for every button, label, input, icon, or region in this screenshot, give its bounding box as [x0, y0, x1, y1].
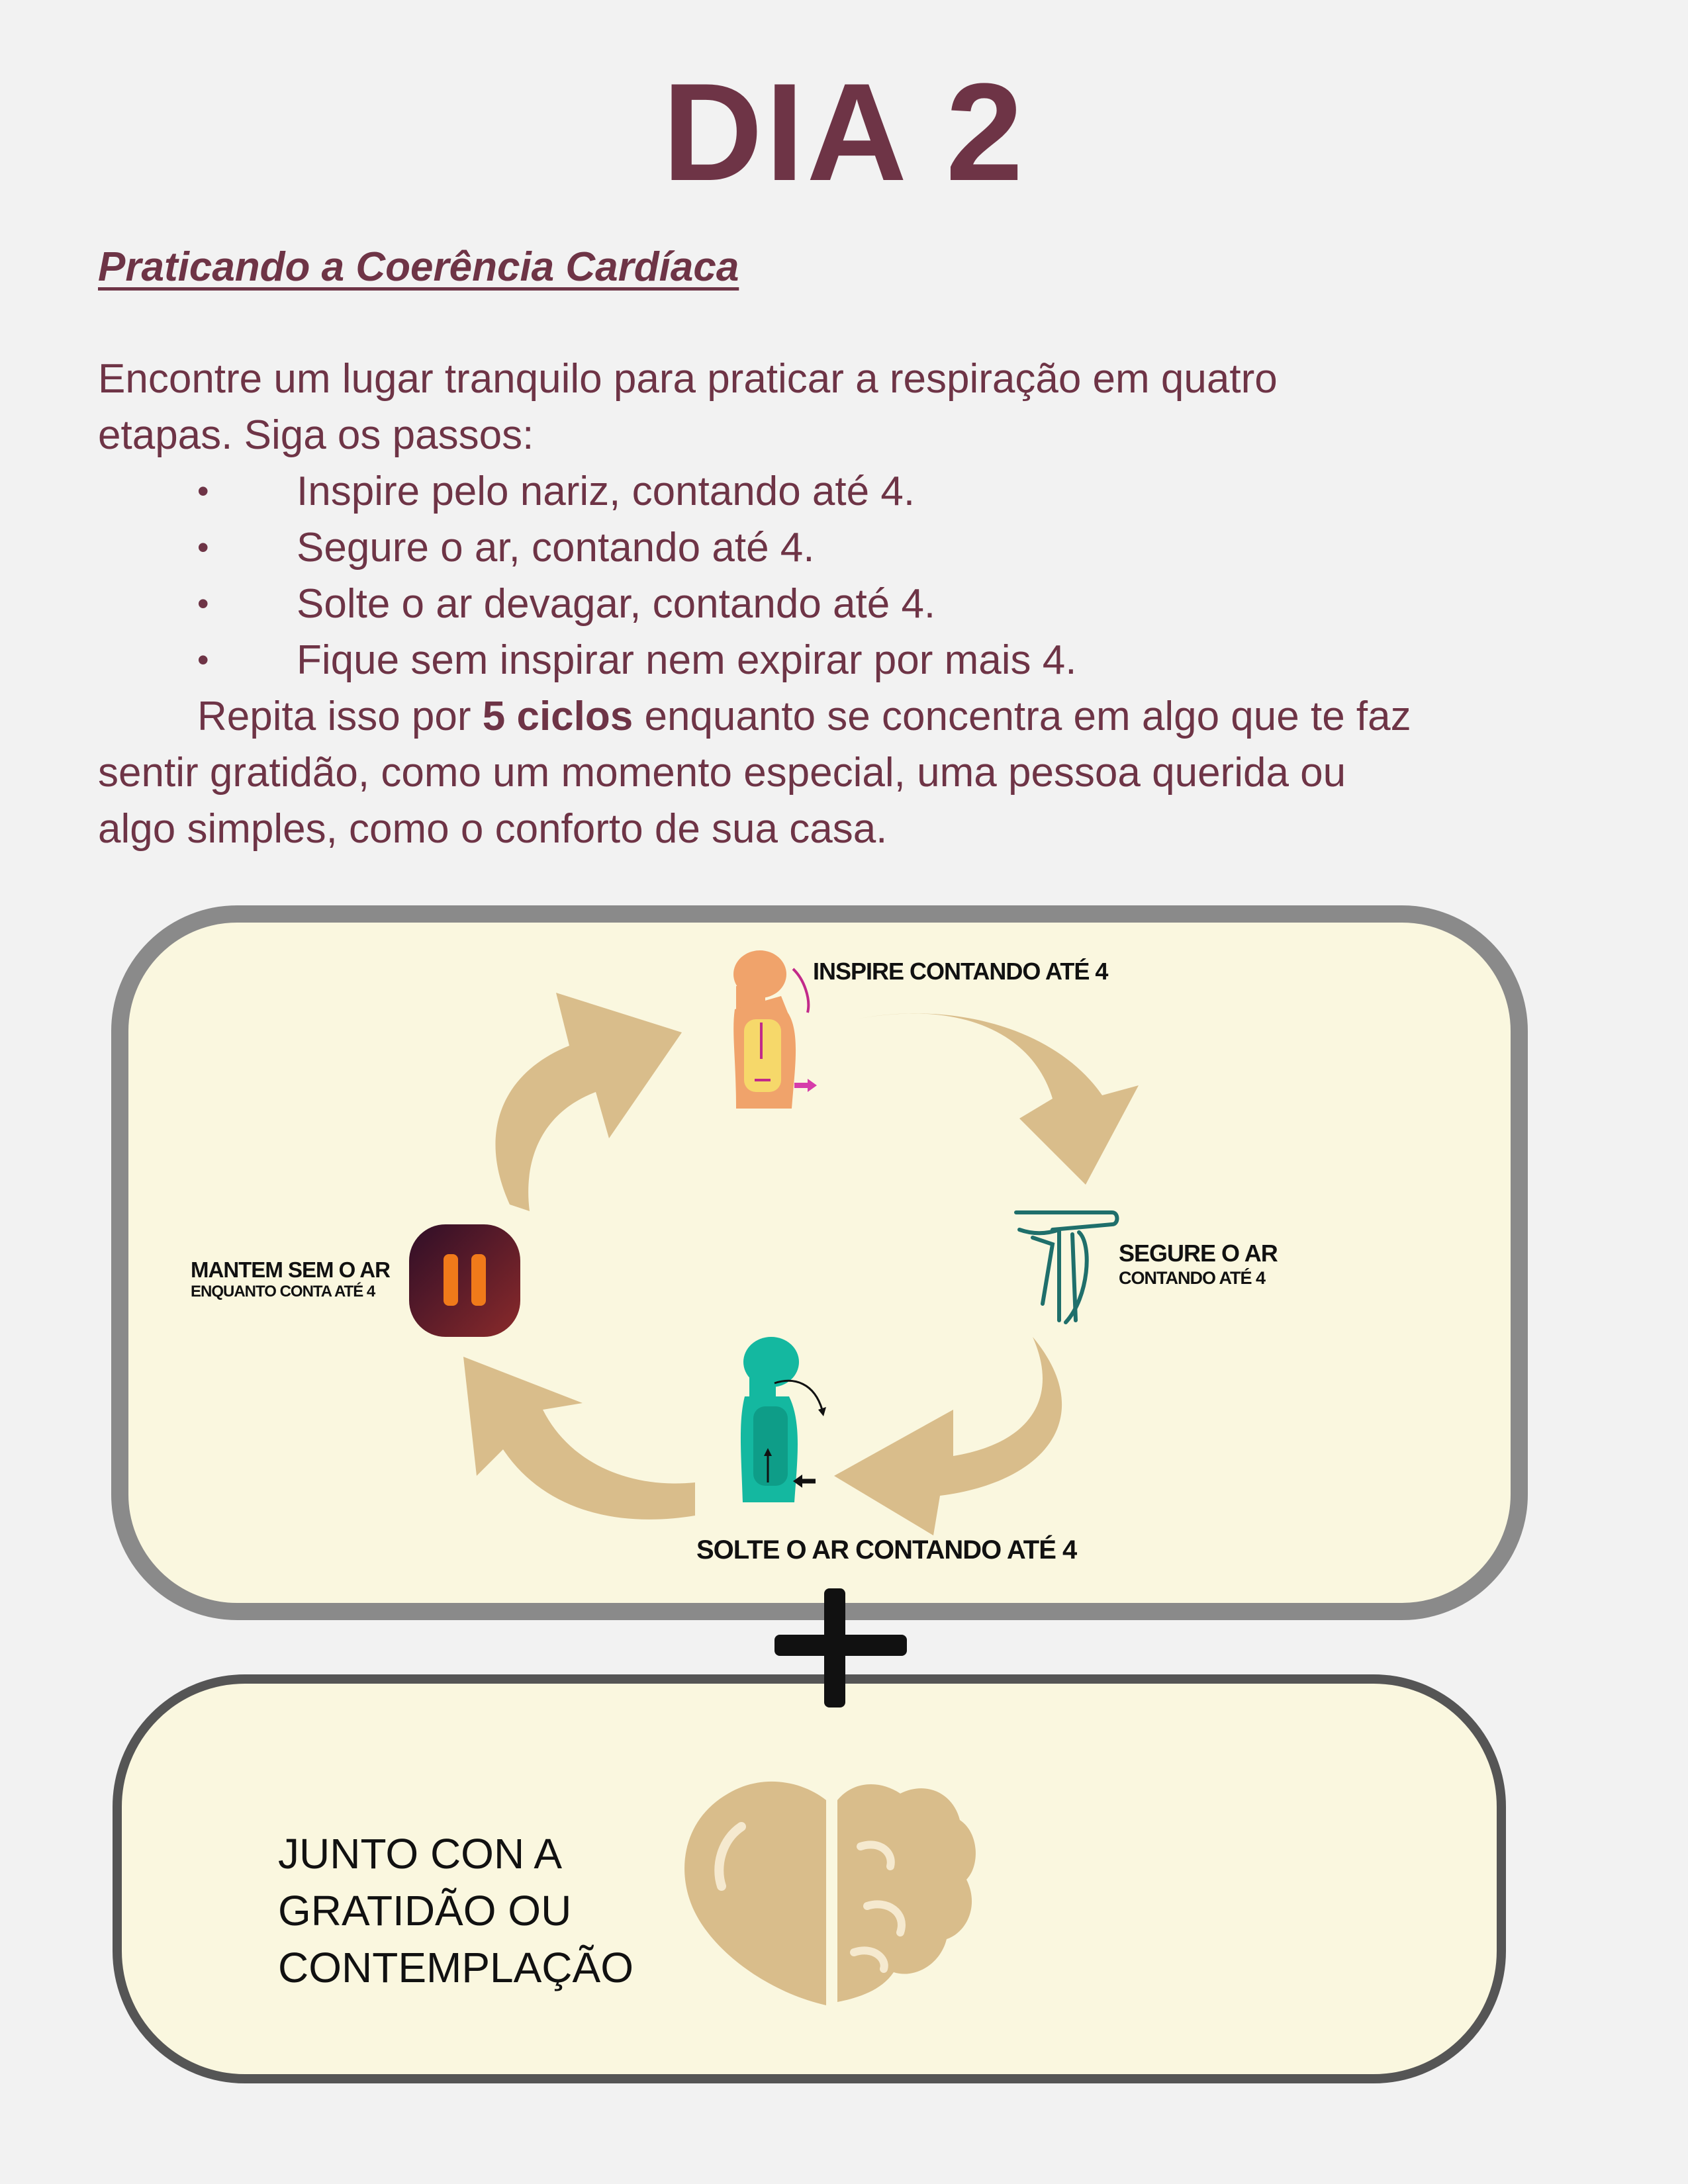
- plus-icon: [774, 1588, 907, 1707]
- exhale-figure-icon: [740, 1337, 826, 1502]
- mantem-label: MANTEM SEM O AR: [191, 1257, 391, 1282]
- list-item: •Segure o ar, contando até 4.: [98, 520, 1508, 576]
- gratitude-line-1: JUNTO CON A: [278, 1830, 563, 1878]
- list-item: •Solte o ar devagar, contando até 4.: [98, 576, 1508, 632]
- intro-line-2: etapas. Siga os passos:: [98, 412, 534, 458]
- segure-sublabel: CONTANDO ATÉ 4: [1119, 1268, 1266, 1288]
- mantem-sublabel: ENQUANTO CONTA ATÉ 4: [191, 1283, 375, 1300]
- bullet: •: [197, 641, 209, 678]
- repeat-line-1: Repita isso por 5 ciclos enquanto se con…: [197, 694, 1411, 739]
- arrow-top-right: [855, 1013, 1139, 1185]
- list-item: •Inspire pelo nariz, contando até 4.: [98, 463, 1508, 520]
- instructions: Encontre um lugar tranquilo para pratica…: [98, 351, 1508, 857]
- inhale-figure-icon: [733, 950, 817, 1109]
- inspire-label: INSPIRE CONTANDO ATÉ 4: [813, 958, 1108, 985]
- cycles-count: 5 ciclos: [482, 694, 633, 739]
- gratitude-panel: [113, 1674, 1506, 2083]
- arrow-bottom-left: [463, 1357, 695, 1520]
- bullet: •: [197, 585, 209, 622]
- cycle-arrows: [463, 993, 1139, 1535]
- gratitude-text: JUNTO CON A GRATIDÃO OU CONTEMPLAÇÃO: [278, 1825, 633, 1996]
- repeat-line-2: sentir gratidão, como um momento especia…: [98, 750, 1346, 796]
- arrow-left-up: [495, 993, 682, 1211]
- hand-stop-icon: [1014, 1210, 1119, 1324]
- steps-list: •Inspire pelo nariz, contando até 4. •Se…: [98, 463, 1508, 688]
- heart-brain-icon: [684, 1781, 976, 2005]
- gratitude-line-3: CONTEMPLAÇÃO: [278, 1944, 633, 1991]
- section-subtitle: Praticando a Coerência Cardíaca: [98, 244, 739, 290]
- list-item: •Fique sem inspirar nem expirar por mais…: [98, 632, 1508, 688]
- segure-label: SEGURE O AR: [1119, 1240, 1278, 1267]
- repeat-line-3: algo simples, como o conforto de sua cas…: [98, 806, 888, 852]
- solte-label: SOLTE O AR CONTANDO ATÉ 4: [696, 1535, 1077, 1565]
- bullet: •: [197, 473, 209, 510]
- pause-icon: [409, 1224, 520, 1337]
- intro-line-1: Encontre um lugar tranquilo para pratica…: [98, 356, 1278, 402]
- breathing-cycle-panel: [111, 905, 1528, 1620]
- page-title: DIA 2: [662, 54, 1026, 210]
- gratitude-line-2: GRATIDÃO OU: [278, 1887, 572, 1934]
- arrow-right-down: [834, 1337, 1062, 1535]
- bullet: •: [197, 529, 209, 566]
